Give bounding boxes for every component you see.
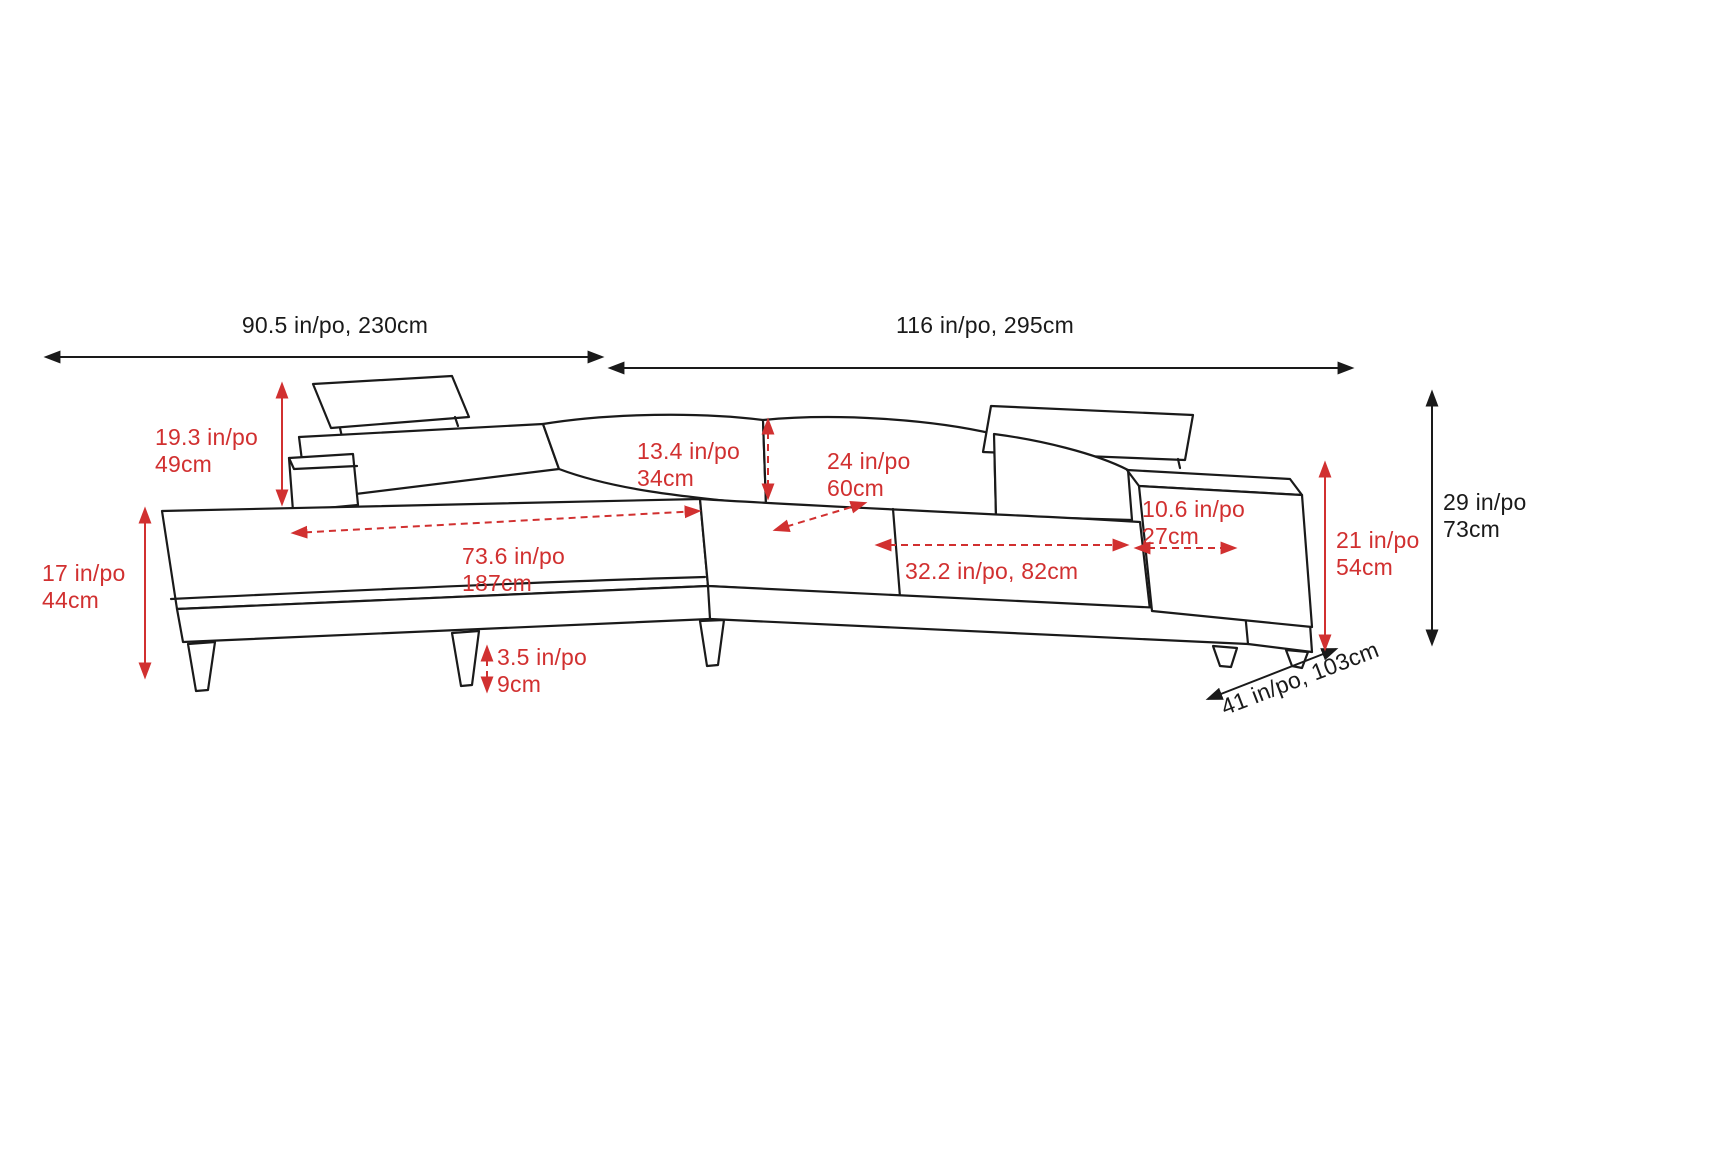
chaise-seam xyxy=(169,575,707,601)
right-armrest-front xyxy=(1137,484,1314,629)
leg-front-left xyxy=(186,640,217,693)
leg-mid-left xyxy=(450,629,481,688)
dim-label-overall-width-right: 116 in/po, 295cm xyxy=(896,312,1074,338)
dim-label-seat-height: 17 in/po 44cm xyxy=(42,560,126,614)
dim-label-backrest-height: 19.3 in/po 49cm xyxy=(155,424,259,478)
left-headrest xyxy=(311,374,471,430)
dimension-lines xyxy=(43,350,1439,700)
seat-seam xyxy=(891,507,902,599)
left-armrest xyxy=(287,452,360,513)
dimension-lines-black xyxy=(43,350,1439,700)
dim-label-overall-width-left: 90.5 in/po, 230cm xyxy=(241,312,429,338)
dim-label-armrest-width: 10.6 in/po 27cm xyxy=(1142,496,1246,550)
dim-line-overall-depth xyxy=(1205,648,1339,700)
dim-label-armrest-height: 21 in/po 54cm xyxy=(1336,527,1420,581)
right-back xyxy=(992,432,1134,522)
dim-line-seat-depth xyxy=(772,500,868,533)
dim-label-overall-height: 29 in/po 73cm xyxy=(1443,489,1527,543)
dimension-lines-red-solid xyxy=(138,381,1332,680)
dim-label-chaise-length: 73.6 in/po 187cm xyxy=(462,543,566,597)
dim-label-seat-depth: 24 in/po 60cm xyxy=(827,448,911,502)
dim-label-seat-width: 32.2 in/po, 82cm xyxy=(905,558,1079,584)
dim-label-back-cushion-height: 13.4 in/po 34cm xyxy=(637,438,741,492)
leg-corner xyxy=(698,618,726,668)
dim-label-leg-height: 3.5 in/po 9cm xyxy=(497,644,588,698)
dim-line-chaise-length xyxy=(290,505,702,539)
dimension-lines-red-dashed xyxy=(290,417,1238,694)
leg-right-1 xyxy=(1211,644,1239,669)
sofa-outline xyxy=(160,374,1314,693)
left-armrest-top-edge xyxy=(287,456,359,471)
